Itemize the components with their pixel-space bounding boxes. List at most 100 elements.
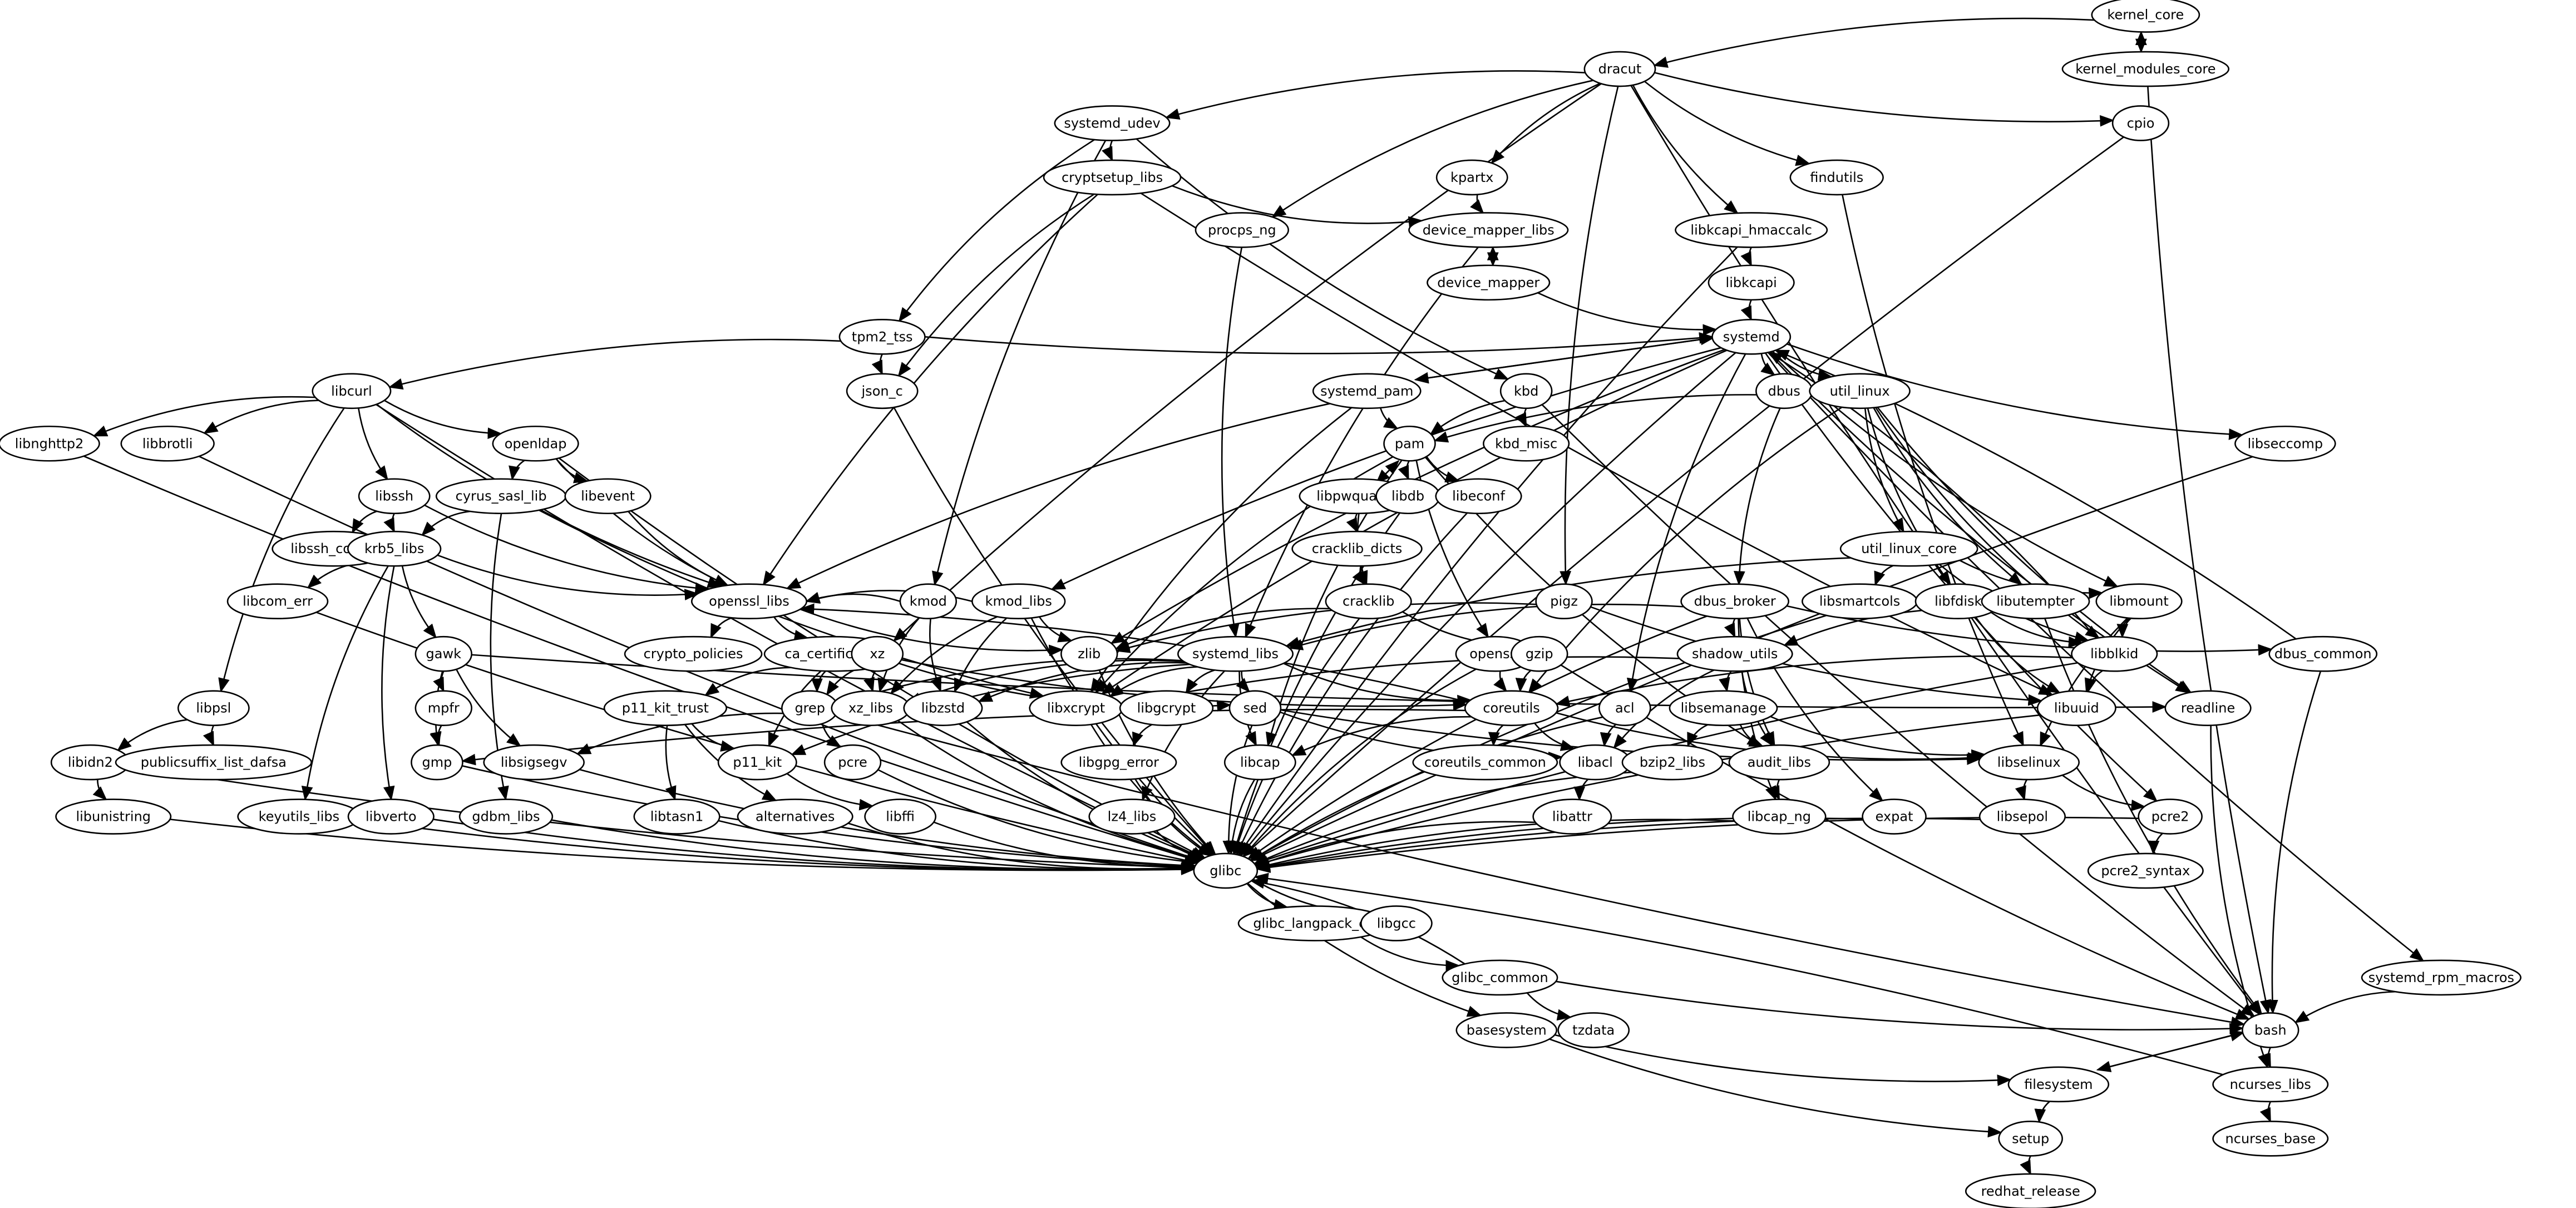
node-ellipse	[1060, 744, 1177, 781]
edge-basesystem-to-setup	[1549, 1038, 2002, 1138]
edge-cyrus-sasl-lib-to-krb5-libs	[421, 510, 471, 536]
edge-openssl-to-glibc	[1242, 668, 1477, 858]
node-label: openldap	[505, 436, 567, 451]
node-label: gawk	[426, 646, 462, 662]
node-ellipse	[1978, 798, 2066, 835]
edge-krb5-libs-to-libverto	[381, 565, 395, 801]
edge-dbus-broker-to-dbus-common	[1786, 605, 2273, 656]
node-ellipse	[1809, 373, 1911, 410]
edge-mpfr-to-gmp	[430, 724, 442, 747]
edge-libbrotli-to-glibc	[199, 455, 1202, 862]
node-ellipse	[2212, 1120, 2329, 1157]
edge-gawk-to-libsigsegv	[456, 669, 521, 747]
node-label: libmount	[2109, 594, 2168, 609]
edge-libcurl-to-libnghttp2	[92, 396, 315, 437]
edge-coreutils-to-coreutils-common	[1488, 724, 1504, 747]
edge-dracut-to-libkcapi-hmaccalc	[1632, 85, 1739, 214]
node-label: readline	[2181, 701, 2235, 716]
node-label: libutempter	[1996, 594, 2075, 609]
node-systemd-pam: systemd_pam	[1312, 373, 1422, 410]
edge-bash-to-ncurses-libs	[2259, 1047, 2271, 1069]
edge-filesystem-to-bash	[2097, 1030, 2245, 1071]
node-shadow-utils: shadow_utils	[1676, 635, 1793, 672]
node-util-linux: util_linux	[1809, 373, 1911, 410]
edge-lz4-libs-to-glibc	[1156, 830, 1206, 861]
node-label: dbus	[1768, 383, 1800, 399]
edge-systemd-to-kmod-libs	[1050, 347, 1721, 590]
node-gdbm-libs: gdbm_libs	[458, 798, 554, 835]
edge-libkcapi-hmaccalc-to-libkcapi	[1740, 246, 1752, 267]
node-ellipse	[1532, 798, 1612, 835]
node-ellipse	[1228, 690, 1282, 726]
node-audit-libs: audit_libs	[1728, 744, 1830, 781]
node-label: libblkid	[2090, 646, 2138, 662]
node-ellipse	[1325, 583, 1412, 620]
node-libkcapi: libkcapi	[1708, 264, 1795, 301]
edge-kernel-core-to-dracut	[1653, 17, 2095, 68]
edge-systemd-libs-to-lz4-libs	[1142, 670, 1226, 801]
edge-tpm2-tss-to-libcurl	[388, 338, 841, 390]
node-ellipse	[1043, 159, 1182, 196]
node-setup: setup	[1998, 1120, 2063, 1157]
node-label: systemd_pam	[1320, 383, 1413, 399]
node-ellipse	[838, 319, 926, 355]
edge-gawk-to-readline	[471, 654, 2167, 713]
node-ellipse	[1195, 212, 1290, 248]
edge-libsemanage-to-bzip2-libs	[1687, 724, 1709, 748]
node-ellipse	[1839, 530, 1978, 567]
node-label: kpartx	[1450, 170, 1493, 185]
node-ellipse	[2138, 798, 2203, 835]
node-label: libfdisk	[1935, 594, 1982, 609]
node-kernel-modules-core: kernel_modules_core	[2061, 51, 2230, 87]
node-libbrotli: libbrotli	[120, 425, 215, 462]
nodes-layer: kernel_corekernel_modules_coredracutcpio…	[0, 0, 2521, 1208]
node-ellipse	[2164, 690, 2252, 726]
node-ellipse	[1464, 690, 1559, 726]
node-dbus-broker: dbus_broker	[1680, 583, 1790, 620]
node-ellipse	[971, 583, 1066, 620]
node-grep: grep	[781, 690, 839, 726]
node-label: kbd	[1514, 383, 1538, 399]
node-ellipse	[2091, 0, 2200, 33]
node-ellipse	[2242, 1012, 2299, 1048]
node-label: coreutils	[1483, 701, 1539, 716]
node-ellipse	[1412, 744, 1558, 781]
node-ellipse	[1383, 425, 1436, 462]
edge-pcre-to-glibc	[877, 769, 1200, 867]
node-ellipse	[717, 744, 797, 781]
edge-dracut-to-procps-ng	[1271, 80, 1593, 218]
node-label: libselinux	[1997, 755, 2061, 770]
edge-gawk-to-mpfr	[433, 670, 445, 693]
node-label: xz	[870, 646, 885, 662]
node-libtasn1: libtasn1	[633, 798, 721, 835]
node-ellipse	[1789, 159, 1884, 196]
node-label: libkcapi	[1726, 275, 1777, 290]
node-ellipse	[823, 744, 882, 781]
node-label: ncurses_base	[2225, 1131, 2316, 1146]
edge-tpm2-tss-to-json-c	[871, 353, 883, 376]
node-krb5-libs: krb5_libs	[347, 530, 442, 567]
node-label: libsemanage	[1681, 701, 1766, 716]
edge-xz-libs-to-glibc	[897, 719, 1203, 862]
edge-libpwquality-to-cracklib-dicts	[1346, 513, 1358, 533]
node-ellipse	[347, 798, 435, 835]
node-ellipse	[1583, 51, 1656, 87]
node-label: bash	[2254, 1022, 2287, 1038]
node-redhat-release: redhat_release	[1965, 1173, 2096, 1208]
edge-libpsl-to-publicsuffix-list-dafsa	[203, 725, 215, 747]
node-label: kmod	[910, 594, 947, 609]
node-ellipse	[864, 798, 937, 835]
edge-sed-to-glibc	[1222, 724, 1253, 855]
node-mpfr: mpfr	[414, 690, 472, 726]
edge-tpm2-tss-to-systemd	[925, 332, 1714, 354]
node-label: pam	[1395, 436, 1424, 451]
node-ellipse	[458, 798, 554, 835]
node-label: libpsl	[196, 701, 231, 716]
edge-dbus-broker-to-shadow-utils	[1724, 618, 1736, 638]
node-libgpg-error: libgpg_error	[1060, 744, 1177, 781]
edge-setup-to-redhat-release	[2020, 1155, 2031, 1176]
edge-glibc-common-to-bash	[1556, 980, 2244, 1035]
node-ellipse	[2061, 51, 2230, 87]
node-ellipse	[2212, 1066, 2329, 1103]
edge-systemd-udev-to-cryptsetup-libs	[1102, 140, 1113, 162]
